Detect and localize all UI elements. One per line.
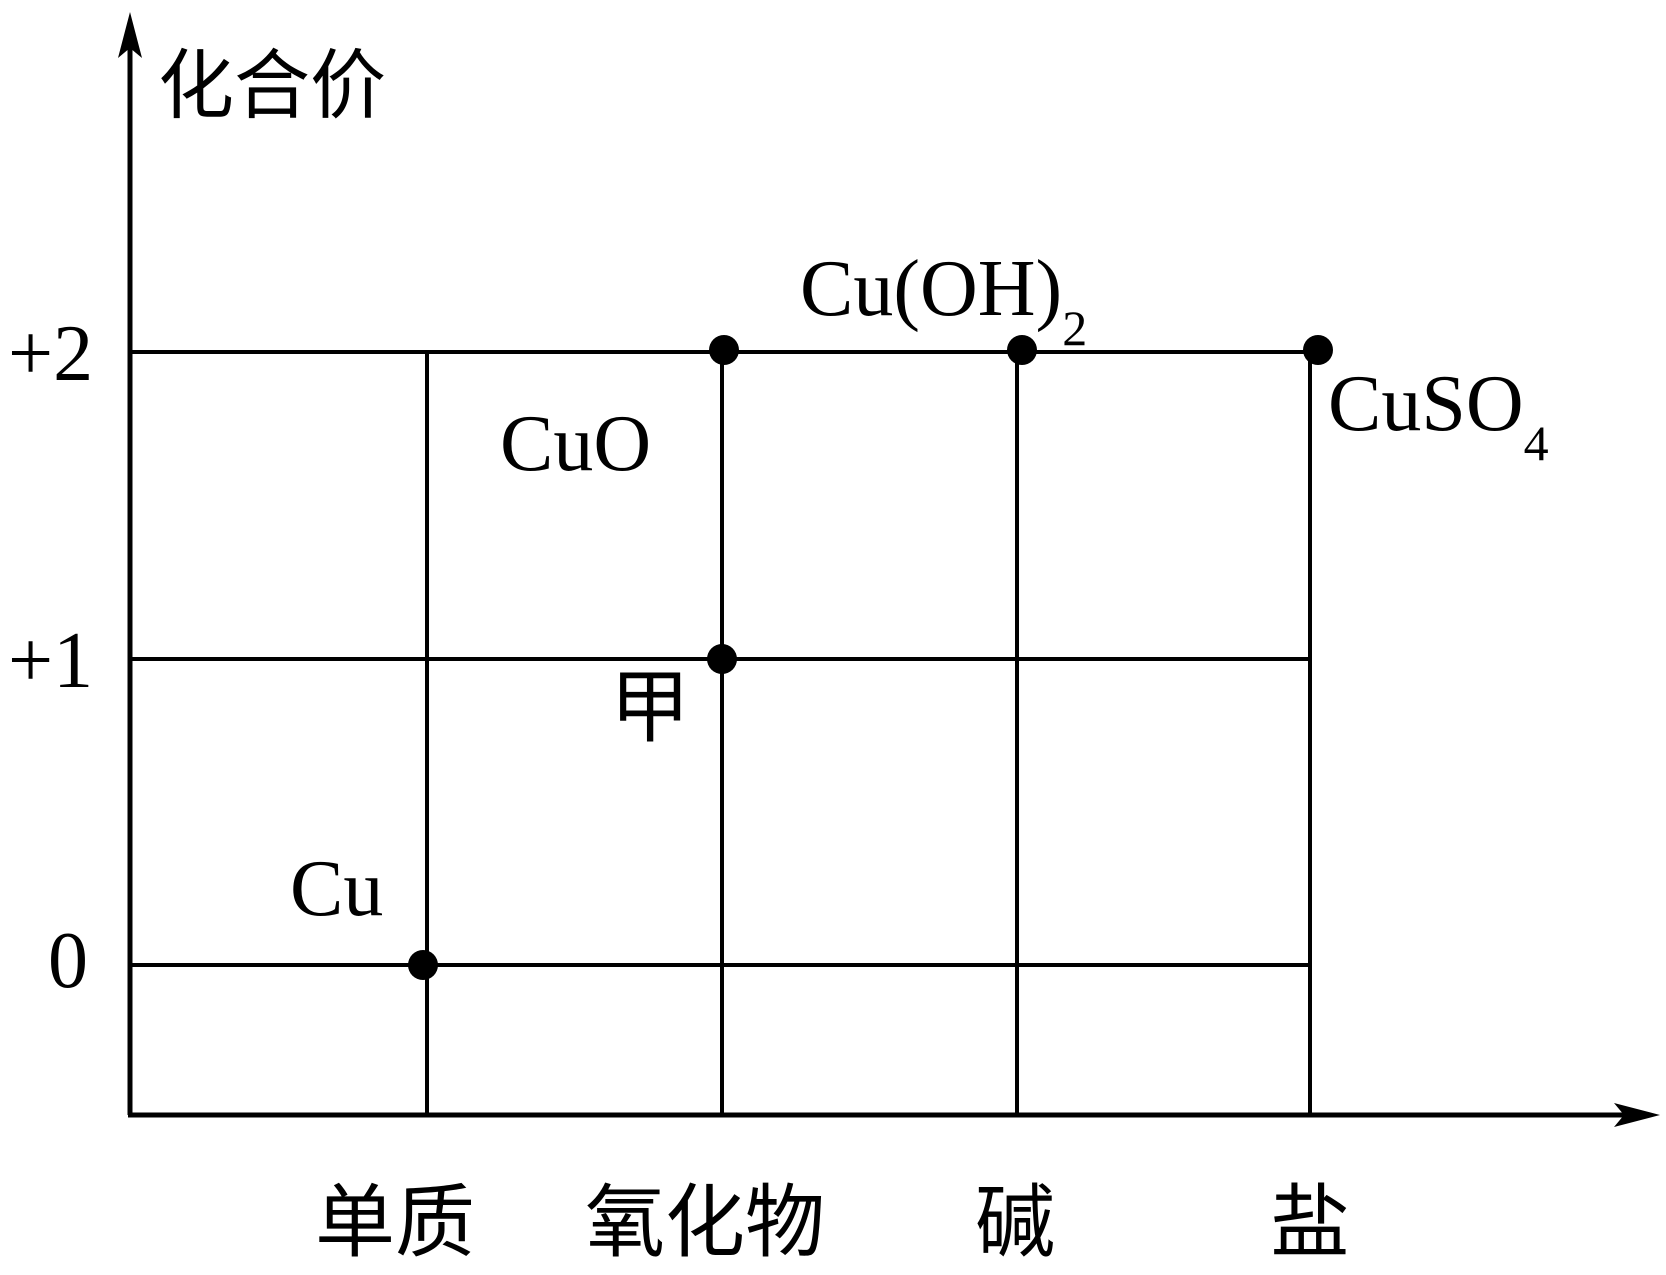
y-tick-zero: 0	[48, 917, 88, 1005]
label-cuoh2: Cu(OH)2	[800, 245, 1087, 356]
x-category-elemental: 单质	[315, 1180, 475, 1268]
label-cuoh2-main: Cu(OH)	[800, 245, 1062, 333]
label-cuo: CuO	[500, 400, 651, 488]
point-cu	[408, 950, 438, 980]
label-cuso4-main: CuSO	[1328, 360, 1524, 448]
point-cuso4	[1303, 335, 1333, 365]
axes	[127, 30, 1640, 1118]
point-jia	[707, 644, 737, 674]
x-axis-arrow-icon	[1614, 1103, 1660, 1127]
label-jia: 甲	[610, 665, 690, 753]
label-cuso4: CuSO4	[1328, 360, 1549, 471]
y-tick-plus1: +1	[8, 617, 93, 705]
grid	[130, 350, 1312, 1115]
y-axis-arrow-icon	[118, 12, 142, 58]
point-cuo	[709, 335, 739, 365]
x-category-base: 碱	[975, 1180, 1055, 1268]
y-tick-plus2: +2	[8, 310, 93, 398]
y-axis-label: 化合价	[158, 45, 386, 129]
x-category-oxide: 氧化物	[585, 1180, 825, 1268]
point-cuoh2	[1007, 335, 1037, 365]
label-cuso4-sub: 4	[1524, 415, 1549, 471]
label-cu: Cu	[290, 845, 383, 933]
points	[408, 335, 1333, 980]
x-category-salt: 盐	[1270, 1180, 1350, 1268]
label-cuoh2-sub: 2	[1062, 300, 1087, 356]
